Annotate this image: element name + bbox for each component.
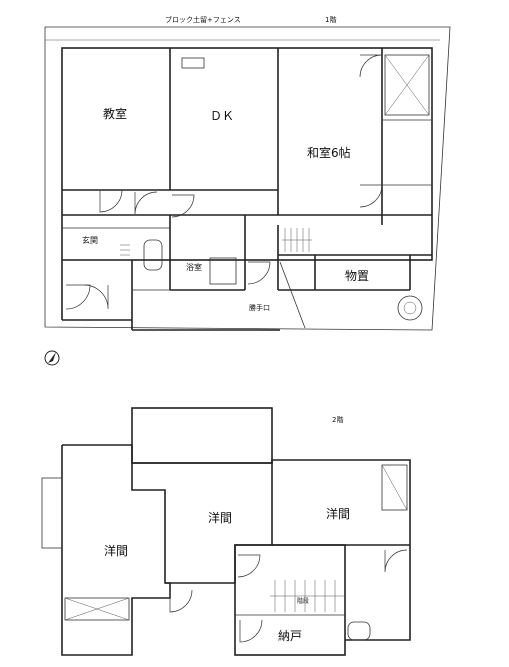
floor-1-label: 1階 bbox=[325, 15, 336, 24]
boundary-label: ブロック土留+フェンス bbox=[165, 15, 241, 24]
room-label-storage: 物置 bbox=[345, 269, 369, 283]
floor-2-label: 2階 bbox=[332, 415, 343, 424]
room-label-western-left: 洋間 bbox=[104, 543, 128, 558]
room-label-dk: ＤＫ bbox=[210, 109, 234, 123]
room-label-classroom: 教室 bbox=[103, 106, 127, 121]
room-label-closet: 納戸 bbox=[278, 629, 302, 643]
room-label-western-right: 洋間 bbox=[326, 506, 350, 521]
room-label-genkan: 玄関 bbox=[82, 235, 98, 245]
floor-2-plan: 2階 洋間 洋間 洋間 階段 納戸 bbox=[41, 407, 411, 656]
room-label-washitsu: 和室6帖 bbox=[307, 145, 351, 160]
site-boundary bbox=[44, 26, 451, 331]
room-label-bath: 浴室 bbox=[186, 262, 202, 272]
room-label-back-door: 勝手口 bbox=[249, 303, 270, 312]
room-label-western-center: 洋間 bbox=[208, 510, 232, 525]
floor-1-outline bbox=[61, 47, 433, 261]
room-label-stairs: 階段 bbox=[297, 597, 309, 605]
north-arrow-icon bbox=[44, 350, 60, 366]
floor-1-plan: ブロック土留+フェンス 1階 教室 ＤＫ 和室6帖 玄関 浴室 物置 勝手口 bbox=[44, 15, 451, 331]
